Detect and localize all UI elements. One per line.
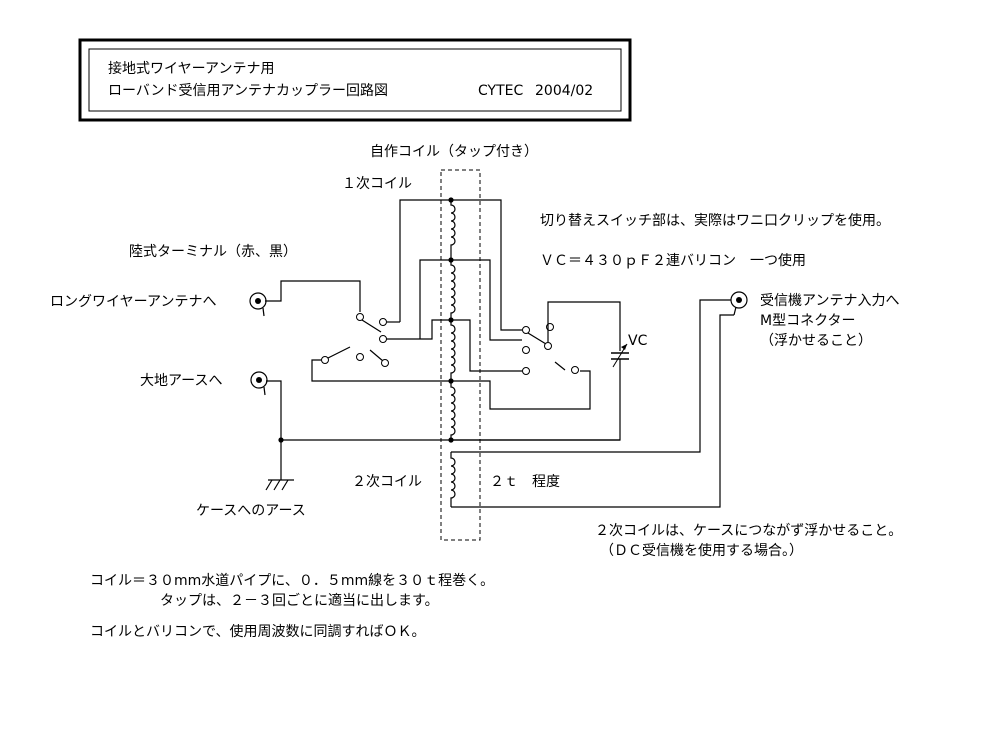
terminal-label: 陸式ターミナル（赤、黒） bbox=[129, 244, 297, 260]
note-switch: 切り替えスイッチ部は、実際はワニ口クリップを使用。 bbox=[540, 212, 890, 229]
vc-arrow-head bbox=[621, 344, 627, 350]
long-wire-label: ロングワイヤーアンテナへ bbox=[50, 294, 216, 310]
primary-coil-seg2 bbox=[450, 260, 456, 320]
title-box-inner bbox=[88, 48, 622, 112]
primary-coil-seg4 bbox=[450, 381, 456, 440]
long-wire-terminal bbox=[249, 292, 267, 310]
wire-tap2 bbox=[419, 259, 522, 341]
wire-switch-left2 bbox=[311, 359, 321, 365]
receiver-terminal-center bbox=[736, 297, 742, 303]
title-box-outer bbox=[78, 38, 632, 122]
wire-tap1 bbox=[399, 199, 522, 331]
wire-tap4-right bbox=[451, 370, 591, 410]
switch-left-blade bbox=[361, 319, 382, 333]
switch-right-pivot bbox=[544, 342, 552, 350]
switch-left2-pivot bbox=[321, 356, 329, 364]
case-ground-label: ケースへのアース bbox=[196, 503, 306, 519]
wire-tap4 bbox=[311, 365, 451, 382]
receiver-label-1: 受信機アンテナ入力へ bbox=[760, 293, 899, 309]
long-wire-terminal-center bbox=[255, 298, 261, 304]
receiver-terminal-lug bbox=[733, 306, 737, 316]
ground-terminal-lug bbox=[263, 386, 266, 396]
case-ground-hatch3 bbox=[281, 479, 289, 491]
receiver-label-3: （浮かせること） bbox=[760, 333, 872, 349]
switch-right-contact2 bbox=[522, 346, 530, 354]
wire-receiver-hot bbox=[451, 299, 731, 453]
title-date: 2004/02 bbox=[535, 83, 593, 99]
note-secondary-1: ２次コイルは、ケースにつながず浮かせること。 bbox=[595, 523, 902, 539]
secondary-coil-label: ２次コイル bbox=[352, 474, 422, 490]
wire-tap3 bbox=[386, 319, 522, 372]
switch-left-contact1 bbox=[379, 318, 387, 326]
ground-terminal bbox=[250, 371, 268, 389]
vc-label: VC bbox=[628, 333, 648, 349]
primary-coil-label: １次コイル bbox=[342, 176, 412, 192]
switch-left2-blade bbox=[327, 346, 351, 359]
note-vc-spec: ＶＣ＝４３０ｐＦ２連バリコン 一つ使用 bbox=[540, 252, 806, 269]
case-ground-hatch1 bbox=[265, 479, 273, 491]
case-ground-hatch2 bbox=[273, 479, 281, 491]
wire-receiver-return bbox=[451, 314, 734, 508]
receiver-label-2: M型コネクター bbox=[760, 313, 856, 329]
coil-form-outline bbox=[440, 169, 481, 541]
long-wire-terminal-lug bbox=[262, 307, 265, 317]
switch-right2-blade bbox=[554, 361, 566, 371]
wire-switch-right-top bbox=[547, 301, 621, 351]
title-author: CYTEC bbox=[478, 83, 523, 99]
switch-right2-contact bbox=[571, 366, 579, 374]
title-line2: ローバンド受信用アンテナカップラー回路図 bbox=[108, 83, 388, 99]
wire-ground bbox=[266, 380, 620, 441]
switch-left3-contact bbox=[381, 359, 389, 367]
switch-right-contact1 bbox=[522, 326, 530, 334]
primary-coil-seg1 bbox=[450, 200, 456, 260]
ground-label: 大地アースへ bbox=[140, 373, 222, 389]
switch-right-blade bbox=[527, 332, 547, 345]
switch-left-pivot bbox=[356, 313, 364, 321]
ground-terminal-center bbox=[256, 377, 262, 383]
secondary-coil bbox=[450, 452, 456, 507]
note-coil-1: コイル＝３０mm水道パイプに、０．５mm線を３０ｔ程巻く。 bbox=[90, 573, 494, 589]
note-coil-2: タップは、２－３回ごとに適当に出します。 bbox=[160, 592, 439, 609]
switch-left-contact2 bbox=[379, 335, 387, 343]
coil-title: 自作コイル（タップ付き） bbox=[370, 144, 538, 160]
primary-coil-seg3 bbox=[450, 320, 456, 381]
note-coil-3: コイルとバリコンで、使用周波数に同調すればＯＫ。 bbox=[90, 623, 425, 640]
switch-left3-blade bbox=[369, 349, 384, 362]
switch-right2-pivot bbox=[522, 367, 530, 375]
title-line1: 接地式ワイヤーアンテナ用 bbox=[108, 60, 274, 77]
switch-left2-contact bbox=[356, 353, 364, 361]
note-secondary-2: （ＤＣ受信機を使用する場合。） bbox=[600, 542, 803, 559]
secondary-turns-label: ２ｔ 程度 bbox=[490, 474, 560, 490]
wire-antenna-to-switch bbox=[265, 280, 361, 312]
